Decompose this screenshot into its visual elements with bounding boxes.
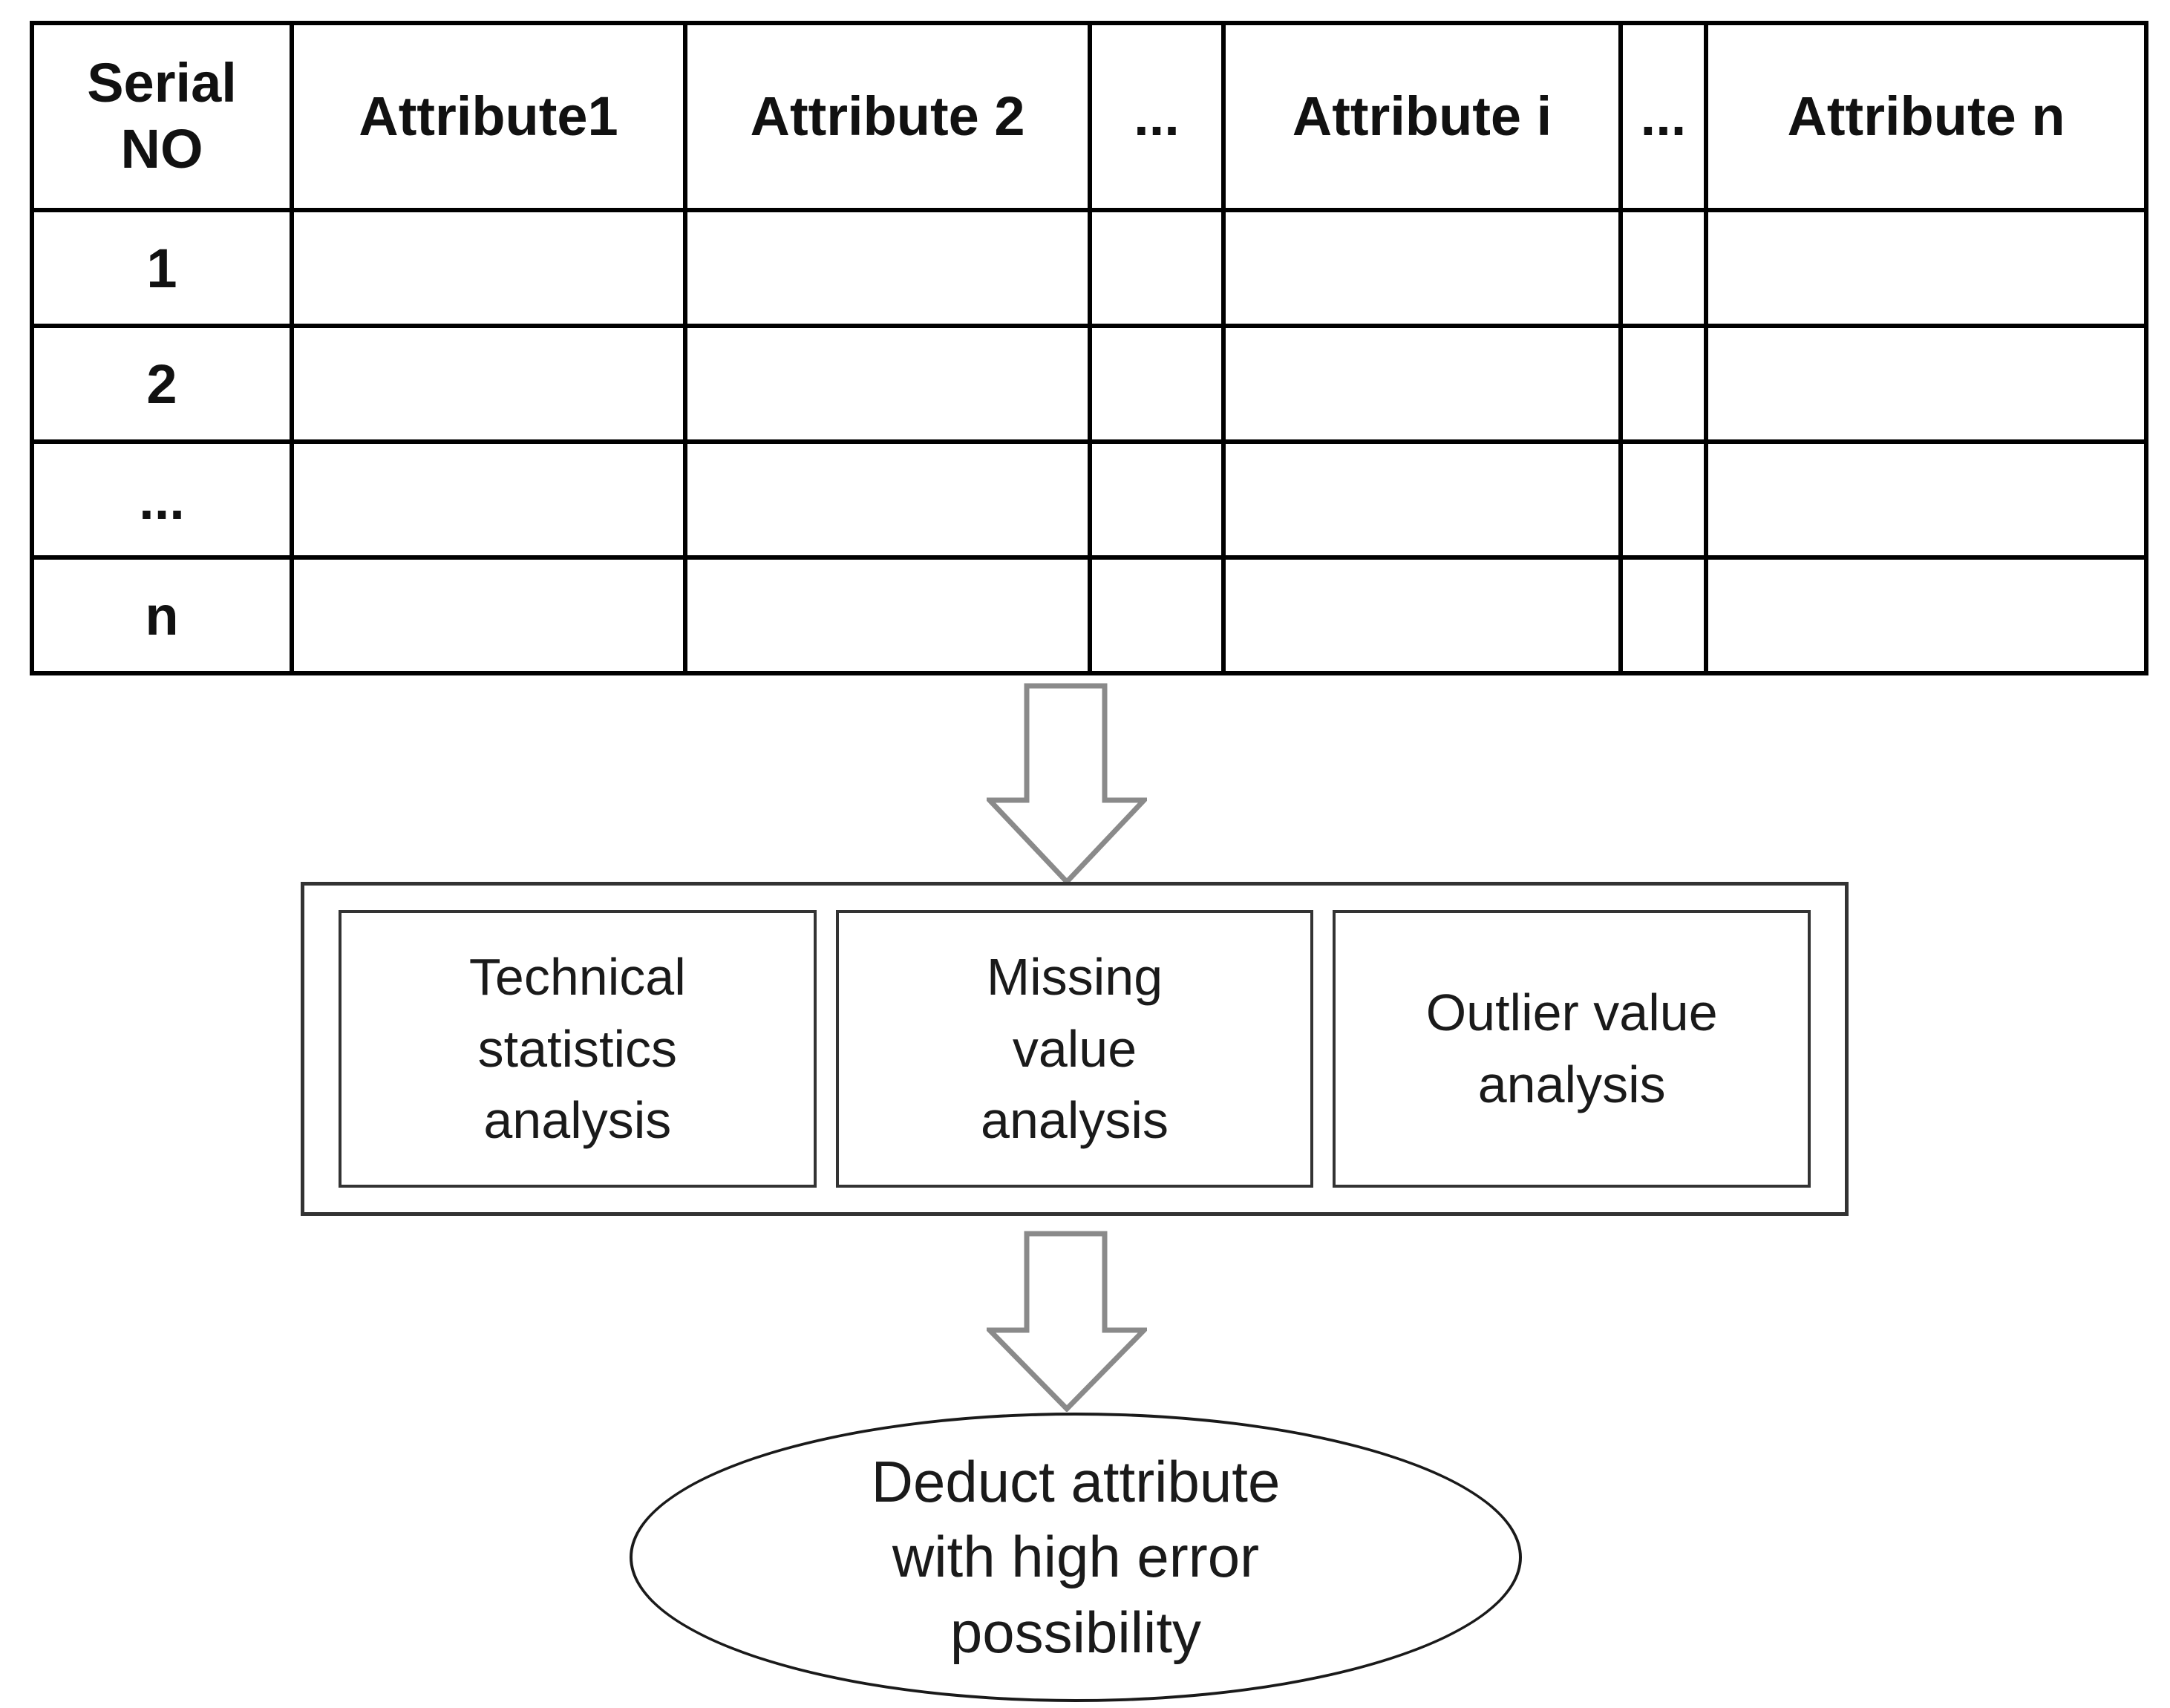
box-technical-statistics-analysis: Technical statistics analysis — [339, 910, 817, 1188]
table-cell — [1221, 324, 1623, 444]
header-row: Serial NO Attribute1 Attribute 2 ... Att… — [30, 21, 2148, 212]
table-cell — [683, 208, 1092, 328]
col-header-attribute-n: Attribute n — [1704, 21, 2148, 212]
table-cell — [1088, 439, 1226, 560]
table-cell — [683, 439, 1092, 560]
row-label: ... — [30, 439, 294, 560]
table-row-ellipsis: ... — [30, 439, 2148, 560]
down-arrow-icon — [987, 1231, 1147, 1412]
table-cell — [290, 555, 687, 675]
table-cell — [1618, 555, 1708, 675]
table-row-1: 1 — [30, 208, 2148, 328]
table-cell — [1221, 208, 1623, 328]
table-cell — [1618, 324, 1708, 444]
table-cell — [1618, 208, 1708, 328]
attribute-table-header: Serial NO Attribute1 Attribute 2 ... Att… — [30, 21, 2148, 212]
box-outlier-value-analysis: Outlier value analysis — [1333, 910, 1811, 1188]
col-header-ellipsis-1: ... — [1088, 21, 1226, 212]
col-header-ellipsis-2: ... — [1618, 21, 1708, 212]
table-cell — [1618, 439, 1708, 560]
attribute-table-body: 1 2 ... — [30, 208, 2148, 675]
result-label: Deduct attribute with high error possibi… — [871, 1448, 1281, 1665]
table-cell — [1221, 439, 1623, 560]
table-cell — [1088, 208, 1226, 328]
table-cell — [1704, 208, 2148, 328]
analysis-container: Technical statistics analysis Missing va… — [301, 882, 1849, 1216]
table-cell — [1088, 324, 1226, 444]
table-row-n: n — [30, 555, 2148, 675]
table-row-2: 2 — [30, 324, 2148, 444]
box-missing-value-analysis: Missing value analysis — [835, 910, 1314, 1188]
attribute-table: Serial NO Attribute1 Attribute 2 ... Att… — [30, 21, 2148, 675]
table-cell — [1221, 555, 1623, 675]
table-cell — [683, 324, 1092, 444]
row-label: 2 — [30, 324, 294, 444]
box-technical-statistics-label: Technical statistics analysis — [468, 948, 686, 1150]
row-label: 1 — [30, 208, 294, 328]
result-ellipse: Deduct attribute with high error possibi… — [630, 1413, 1522, 1702]
table-cell — [1704, 555, 2148, 675]
table-cell — [683, 555, 1092, 675]
box-outlier-value-label: Outlier value analysis — [1425, 984, 1718, 1113]
table-cell — [290, 324, 687, 444]
table-cell — [1704, 324, 2148, 444]
down-arrow-icon — [987, 683, 1147, 885]
table-cell — [290, 208, 687, 328]
table-cell — [290, 439, 687, 560]
box-missing-value-label: Missing value analysis — [981, 948, 1169, 1150]
col-header-attribute-i: Attribute i — [1221, 21, 1623, 212]
col-header-serial-no: Serial NO — [30, 21, 294, 212]
col-header-attribute2: Attribute 2 — [683, 21, 1092, 212]
table-cell — [1088, 555, 1226, 675]
row-label: n — [30, 555, 294, 675]
table-cell — [1704, 439, 2148, 560]
col-header-attribute1: Attribute1 — [290, 21, 687, 212]
